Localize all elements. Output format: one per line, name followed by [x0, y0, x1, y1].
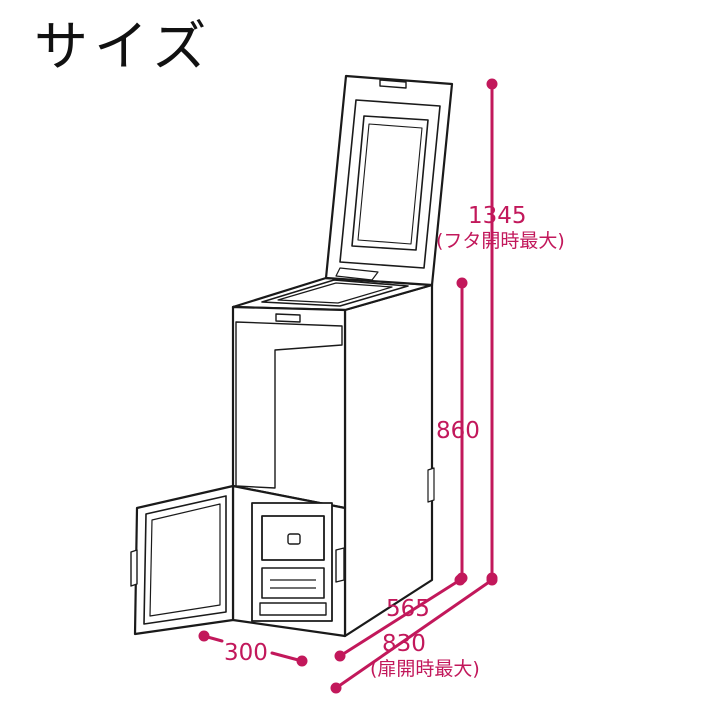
rice-tray [261, 567, 325, 599]
cabinet-right-side [343, 283, 434, 638]
dimension-830-note: (扉開時最大) [370, 658, 480, 680]
dimension-line-565 [338, 578, 462, 658]
page-title: サイズ [34, 15, 213, 78]
dimension-300-value: 300 [224, 640, 268, 666]
dimension-1345-value: 1345 [468, 203, 527, 229]
side-handle [335, 547, 345, 583]
drawer-button-icon [287, 533, 301, 545]
dimension-830-value: 830 [382, 631, 426, 657]
lid-latch [275, 313, 301, 323]
dimension-565-value: 565 [386, 596, 430, 622]
dimension-860-value: 860 [436, 418, 480, 444]
dimension-line-830 [334, 578, 494, 690]
dimension-1345-note: (フタ開時最大) [436, 230, 565, 252]
